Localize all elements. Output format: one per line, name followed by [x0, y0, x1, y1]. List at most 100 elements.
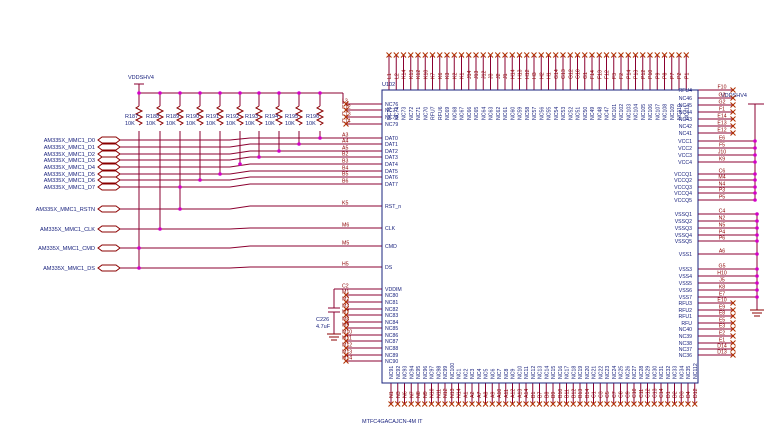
resistor-value: 10K [125, 121, 135, 127]
pin-number-top: K14 [402, 70, 408, 79]
pin-name-bottom: NC35 [686, 366, 692, 379]
pin-name-bottom: NC15 [551, 366, 557, 379]
pin-name-right: NC46 [679, 96, 692, 102]
no-connect-mark [516, 401, 523, 407]
no-connect-mark [654, 52, 661, 58]
no-connect-mark [415, 401, 421, 407]
pin-name-bottom: NC6 [490, 369, 496, 379]
pin-number-right: F10 [718, 85, 727, 91]
pin-name-right: VSS6 [679, 288, 692, 294]
pin-number-right: P3 [719, 188, 725, 194]
no-connect-mark [545, 52, 552, 58]
no-connect-mark [509, 52, 516, 58]
capacitor-ref: C226 [316, 317, 329, 323]
net-label: AM335X_MMC1_DS [43, 266, 95, 272]
pin-number-left: A5 [342, 146, 348, 152]
pin-number-left: M6 [342, 223, 349, 229]
pin-name-bottom: NC23 [605, 366, 611, 379]
no-connect-mark [448, 401, 455, 407]
pin-name-left: NC80 [385, 293, 398, 299]
no-connect-mark [730, 352, 736, 358]
junction-dot [753, 178, 757, 182]
pin-number-right: E8 [719, 311, 725, 317]
pin-name-right: NC38 [679, 341, 692, 347]
pin-number-top: K2 [452, 73, 458, 79]
no-connect-mark [596, 52, 603, 58]
pin-name-bottom: NC5 [484, 369, 490, 379]
pin-number-left: K5 [342, 201, 348, 207]
no-connect-mark [560, 52, 566, 58]
no-connect-mark [639, 52, 646, 58]
junction-dot [137, 246, 141, 250]
resistor-symbol [195, 105, 205, 126]
pin-number-bottom: A9 [490, 392, 496, 398]
pin-number-top: K6 [438, 73, 444, 79]
pin-name-top: NC70 [423, 107, 429, 120]
offpage-connector [97, 143, 121, 151]
pin-number-left: M5 [342, 241, 349, 247]
pin-name-bottom: NC12 [531, 366, 537, 379]
net-label: AM335X_MMC1_D2 [44, 152, 95, 158]
no-connect-mark [625, 52, 632, 58]
pin-name-bottom: NC7 [497, 369, 503, 379]
no-connect-mark [436, 52, 443, 58]
no-connect-mark [590, 401, 597, 407]
resistor-ref: R193 [245, 114, 258, 120]
no-connect-mark [583, 401, 590, 407]
pin-number-bottom: N6 [403, 391, 409, 398]
pin-number-top: L2 [394, 73, 400, 79]
pin-name-bottom: NC13 [538, 366, 544, 379]
junction-dot [158, 91, 162, 95]
no-connect-mark [610, 401, 617, 407]
pin-number-bottom: A12 [511, 389, 517, 398]
pin-name-top: NC103 [626, 104, 632, 120]
pin-name-left: NC82 [385, 307, 398, 313]
pin-name-bottom: NC30 [652, 366, 658, 379]
pin-number-left: H5 [342, 262, 349, 268]
no-connect-mark [444, 52, 450, 58]
junction-dot [318, 136, 322, 140]
pin-number-right: C4 [719, 209, 726, 215]
pin-name-bottom: NC8 [504, 369, 510, 379]
capacitor-value: 4.7uF [316, 324, 331, 330]
no-connect-mark [343, 345, 349, 351]
pin-name-top: NC63 [489, 107, 495, 120]
pin-name-right: NC39 [679, 334, 692, 340]
pin-name-top: NC55 [547, 107, 553, 120]
pin-name-right: NC41 [679, 131, 692, 137]
pin-number-right: J5 [719, 278, 725, 284]
no-connect-mark [509, 401, 516, 407]
junction-dot [755, 295, 759, 299]
resistor-symbol [315, 105, 325, 126]
pin-number-bottom: B11 [565, 389, 571, 398]
pin-name-bottom: NC20 [585, 366, 591, 379]
no-connect-mark [502, 401, 509, 407]
no-connect-mark [494, 52, 501, 58]
pin-number-right: E6 [719, 136, 725, 142]
resistor-value: 10K [146, 121, 156, 127]
static-layer: U102 MTFC4GACAJCN-4M IT VDDSHV4 VDDSHV4 … [128, 75, 747, 425]
pin-number-bottom: C12 [646, 388, 652, 398]
no-connect-mark [343, 114, 349, 120]
junction-dot [277, 91, 281, 95]
junction-dot [753, 139, 757, 143]
no-connect-mark [610, 52, 617, 58]
junction-dot [198, 91, 202, 95]
pin-number-bottom: N8 [416, 391, 422, 398]
pin-name-top: NC65 [474, 107, 480, 120]
resistor-ref: R190 [186, 114, 199, 120]
pin-number-right: G3 [719, 93, 726, 99]
net-label: AM335X_MMC1_RSTN [36, 207, 95, 213]
pin-number-right: G2 [719, 100, 726, 106]
pin-number-bottom: D1 [666, 391, 672, 398]
no-connect-mark [644, 401, 651, 407]
pin-number-left: M1 [342, 290, 349, 296]
no-connect-mark [343, 325, 349, 331]
no-connect-mark [502, 52, 508, 58]
no-connect-mark [685, 401, 691, 407]
pin-number-left: L13 [342, 112, 351, 118]
no-connect-mark [422, 52, 429, 58]
junction-dot [755, 288, 759, 292]
pin-number-left: M3 [342, 304, 349, 310]
no-connect-mark [400, 52, 407, 58]
